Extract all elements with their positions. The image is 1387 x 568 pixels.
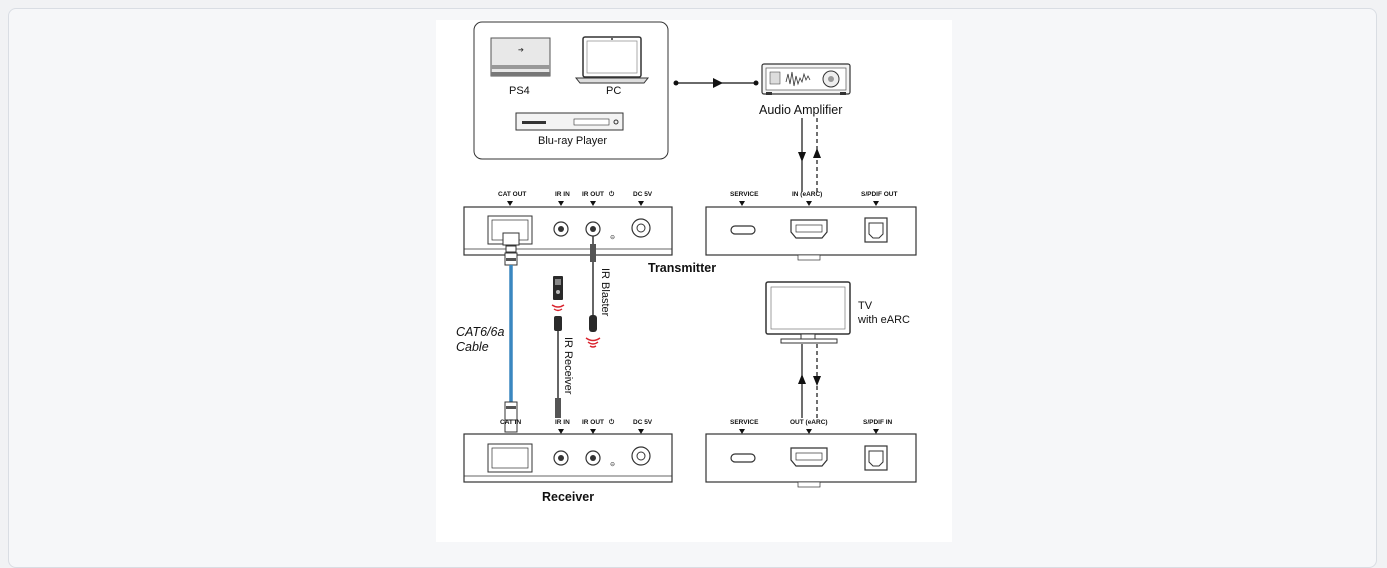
tx-ir-out-label: IR OUT [582, 191, 604, 198]
tv-label-line1: TV [858, 300, 873, 312]
transmitter-title: Transmitter [648, 261, 716, 275]
transmitter-unit: CAT OUT IR IN IR OUT ⏻ DC 5V ⊖ [463, 190, 673, 256]
tv-icon [765, 281, 851, 344]
svg-text:➔: ➔ [518, 47, 524, 54]
rx-ir-in-label: IR IN [555, 419, 570, 426]
tv-label-line2: with eARC [857, 314, 910, 326]
amplifier-earc-link [798, 118, 821, 192]
ir-receiver [551, 276, 565, 418]
rx-cat-in-label: CAT IN [500, 419, 521, 426]
tv-earc-link [798, 344, 821, 418]
ps4-icon: ➔ [490, 37, 551, 77]
bluray-player-icon [515, 112, 624, 131]
cable-label-line2: Cable [456, 340, 489, 354]
receiver-unit: CAT IN IR IN IR OUT ⏻ DC 5V ⊖ [463, 418, 673, 483]
connection-diagram: ➔ PS4 PC Blu-ray Player [436, 20, 952, 542]
bluray-label: Blu-ray Player [538, 135, 607, 147]
audio-amplifier-icon [761, 63, 851, 95]
rx-ir-out-label: IR OUT [582, 419, 604, 426]
tx-power-label: ⏻ [609, 190, 615, 198]
cat-cable [502, 232, 520, 433]
rx-spdif-label: S/PDIF IN [863, 419, 893, 426]
ir-receiver-label: IR Receiver [562, 337, 574, 395]
sources-group: ➔ PS4 PC Blu-ray Player [473, 21, 669, 160]
pc-laptop-icon [574, 36, 650, 84]
rx-service-label: SERVICE [730, 419, 759, 426]
tx-dc-label: DC 5V [633, 191, 653, 198]
ir-blaster [585, 236, 601, 348]
source-to-amplifier-link [673, 78, 759, 88]
tx-spdif-label: S/PDIF OUT [861, 191, 898, 198]
svg-text:⊖: ⊖ [610, 462, 615, 468]
svg-text:⊖: ⊖ [610, 235, 615, 241]
tx-ir-in-label: IR IN [555, 191, 570, 198]
tx-service-label: SERVICE [730, 191, 759, 198]
audio-amplifier-label: Audio Amplifier [759, 103, 842, 117]
rx-power-label: ⏻ [609, 418, 615, 426]
pc-label: PC [606, 85, 621, 97]
tx-cat-out-label: CAT OUT [498, 191, 526, 198]
transmitter-hdmi-unit: SERVICE IN (eARC) S/PDIF OUT [705, 191, 917, 261]
receiver-hdmi-unit: SERVICE OUT (eARC) S/PDIF IN [705, 419, 917, 488]
tx-hdmi-label: IN (eARC) [792, 191, 822, 198]
ps4-label: PS4 [509, 85, 530, 97]
cable-label-line1: CAT6/6a [456, 325, 504, 339]
rx-dc-label: DC 5V [633, 419, 653, 426]
receiver-title: Receiver [542, 490, 594, 504]
rx-hdmi-label: OUT (eARC) [790, 419, 828, 426]
ir-blaster-label: IR Blaster [599, 268, 611, 317]
